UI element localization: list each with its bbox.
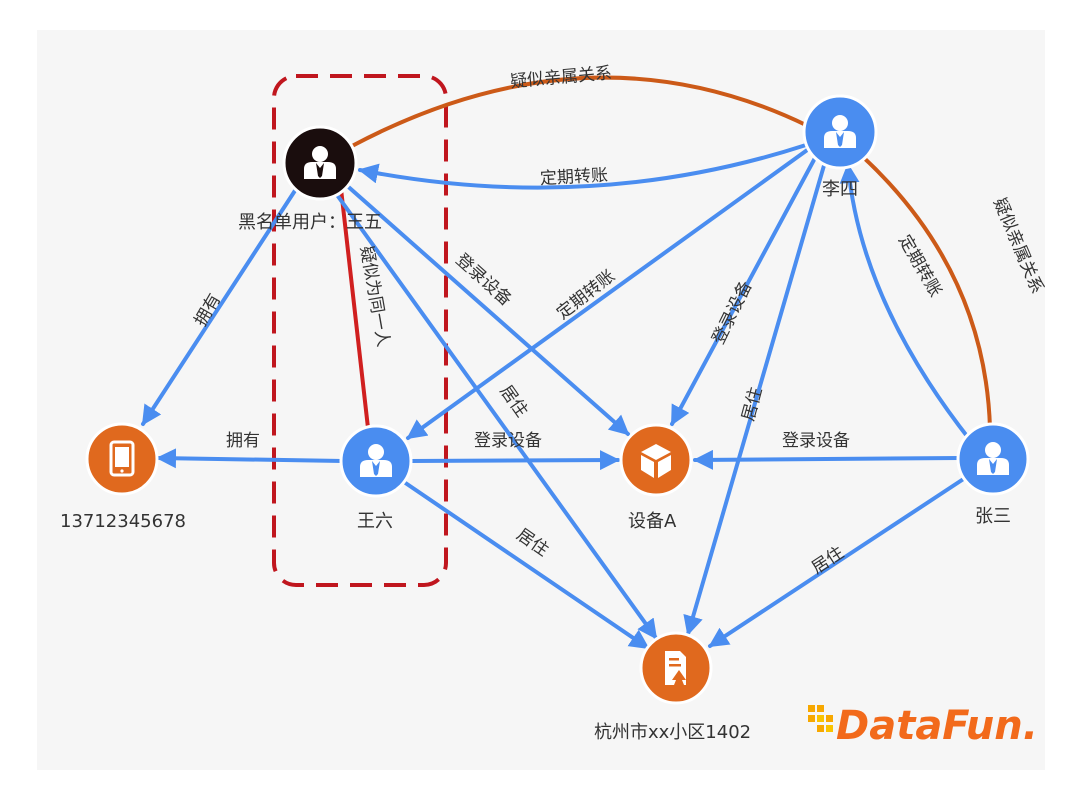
node-lisi[interactable] <box>802 94 878 170</box>
person-icon <box>304 146 336 179</box>
person-icon <box>977 442 1009 475</box>
person-icon <box>824 115 856 148</box>
node-address[interactable] <box>639 631 713 705</box>
logo-text: DataFun. <box>836 703 1036 749</box>
edge-label-lisi-address-live: 居住 <box>739 385 767 423</box>
node-device[interactable] <box>619 423 693 497</box>
node-wangwu[interactable] <box>282 125 358 201</box>
edge-lisi-wangwu-transfer[interactable] <box>358 143 808 190</box>
node-label-wangliu: 王六 <box>357 511 393 532</box>
edge-lisi-zhangsan-kin[interactable] <box>860 154 992 430</box>
edge-label-wangwu-lisi-kin: 疑似亲属关系 <box>509 63 612 92</box>
edge-label-zhangsan-address-live: 居住 <box>808 543 847 578</box>
edge-label-wangwu-wangliu-same: 疑似为同一人 <box>356 245 393 349</box>
datafun-logo: DataFun. <box>808 703 1036 749</box>
node-label-phone: 13712345678 <box>60 511 186 532</box>
node-label-lisi: 李四 <box>822 179 858 200</box>
edge-label-zhangsan-lisi-transfer: 定期转账 <box>894 232 945 301</box>
edge-lisi-device-login[interactable] <box>670 156 817 426</box>
node-phone[interactable] <box>85 422 159 496</box>
edge-wangliu-address-live[interactable] <box>402 480 650 650</box>
edge-label-wangwu-device-login: 登录设备 <box>452 250 516 310</box>
node-label-zhangsan: 张三 <box>975 506 1011 527</box>
edge-label-wangliu-phone-own: 拥有 <box>226 431 260 451</box>
edge-wangwu-address-live[interactable] <box>330 186 658 640</box>
edge-wangliu-device-login[interactable] <box>408 450 620 471</box>
edge-zhangsan-lisi-transfer[interactable] <box>839 163 972 442</box>
edge-label-wangwu-address-live: 居住 <box>496 382 532 421</box>
highlight-box <box>272 74 448 587</box>
edge-wangwu-phone-own[interactable] <box>141 184 300 426</box>
box-icon <box>641 444 671 478</box>
node-zhangsan[interactable] <box>956 422 1030 496</box>
edge-label-lisi-device-login: 登录设备 <box>709 278 757 348</box>
edge-label-wangwu-phone-own: 拥有 <box>191 290 225 329</box>
node-wangliu[interactable] <box>339 424 413 498</box>
house-icon <box>665 651 686 685</box>
edge-wangliu-phone-own[interactable] <box>156 448 345 469</box>
edge-label-zhangsan-device-login: 登录设备 <box>782 431 850 451</box>
edge-label-wangliu-device-login: 登录设备 <box>474 431 542 451</box>
logo-mark-icon <box>808 705 833 732</box>
edge-zhangsan-address-live[interactable] <box>708 476 967 648</box>
edge-wangwu-lisi-kin[interactable] <box>350 75 810 148</box>
edge-lisi-address-live[interactable] <box>683 160 827 636</box>
edge-wangwu-device-login[interactable] <box>342 181 630 436</box>
phone-icon <box>109 440 135 477</box>
node-label-device: 设备A <box>628 511 677 532</box>
edge-wangwu-wangliu-same[interactable] <box>338 178 370 430</box>
edge-label-wangliu-address-live: 居住 <box>513 525 552 561</box>
canvas-panel <box>37 30 1045 770</box>
person-icon <box>360 444 392 477</box>
node-label-address: 杭州市xx小区1402 <box>594 722 751 743</box>
edge-zhangsan-device-login[interactable] <box>693 449 962 470</box>
edge-label-lisi-wangwu-transfer: 定期转账 <box>539 166 608 190</box>
edge-label-lisi-zhangsan-kin: 疑似亲属关系 <box>989 195 1047 297</box>
node-label-wangwu: 黑名单用户：王五 <box>238 212 382 233</box>
